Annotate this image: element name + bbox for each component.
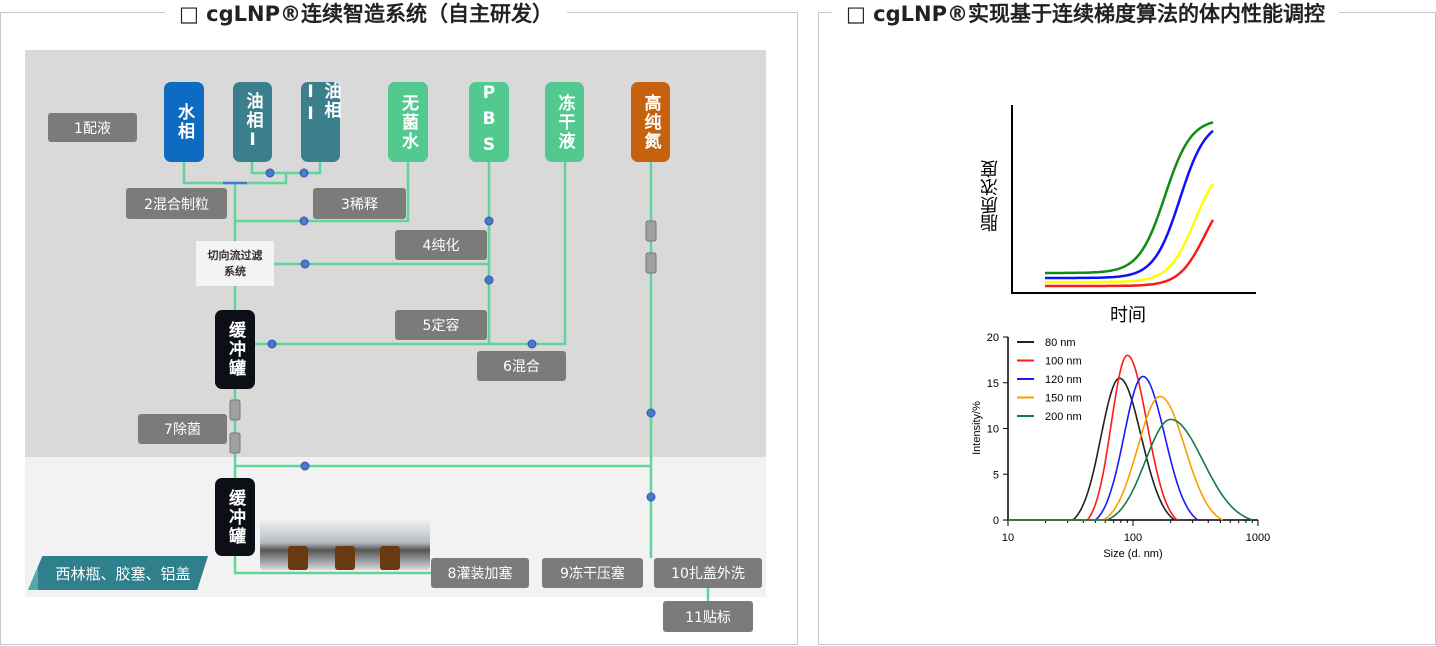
y-tick-label: 5 [993,469,999,481]
series-line [1008,395,1223,521]
series-line [1008,418,1253,521]
step-11: 11贴标 [663,601,753,632]
x-tick-label: 100 [1124,532,1142,544]
left-panel-title: □ cgLNP®连续智造系统（自主研发） [165,0,567,28]
source-oil-phase-1: 油相I [233,82,272,162]
y-tick-label: 10 [987,424,999,436]
x-axis-label: Size (d. nm) [1103,548,1162,560]
step-9: 9冻干压塞 [542,558,643,588]
step-8: 8灌装加塞 [431,558,529,588]
materials-tag: 西林瓶、胶塞、铝盖 [28,556,208,590]
top-chart-axes [1011,105,1256,294]
legend-label: 120 nm [1045,374,1082,386]
legend-label: 150 nm [1045,393,1082,405]
top-chart-xlabel: 时间 [1110,305,1146,326]
step-3: 3稀释 [313,188,406,219]
top-chart-curve [1045,182,1215,284]
top-chart-curve [1045,121,1214,275]
y-tick-label: 20 [987,332,999,344]
y-axis-label: Intensity/% [971,401,983,455]
step-2: 2混合制粒 [126,188,227,219]
vial-filling-image [260,520,430,570]
source-nitrogen: 高纯氮 [631,82,670,162]
right-panel-title: □ cgLNP®实现基于连续梯度算法的体内性能调控 [832,0,1339,28]
tangential-flow-filtration: 切向流过滤系统 [196,241,274,286]
top-chart-curve [1045,219,1215,288]
source-water-phase: 水相 [164,82,204,162]
x-tick-label: 10 [1002,532,1014,544]
x-tick-label: 1000 [1246,532,1270,544]
legend-label: 80 nm [1045,337,1076,349]
source-pbs: PBS [469,82,509,162]
step-1: 1配液 [48,113,137,142]
step-7: 7除菌 [138,414,227,444]
series-line [1008,375,1199,521]
top-chart-curve [1045,129,1214,280]
source-lyo-solution: 冻干液 [545,82,584,162]
step-6: 6混合 [477,351,566,381]
legend-label: 200 nm [1045,411,1082,423]
y-tick-label: 0 [993,515,999,527]
series-line [1008,354,1178,521]
legend-label: 100 nm [1045,356,1082,368]
step-4: 4纯化 [395,230,487,260]
step-10: 10扎盖外洗 [654,558,762,588]
series-line [1008,377,1176,521]
buffer-tank-2: 缓冲罐 [215,478,255,556]
source-oil-phase-2: 油相II [301,82,341,162]
step-5: 5定容 [395,310,487,340]
buffer-tank-1: 缓冲罐 [215,310,255,389]
source-sterile-water: 无菌水 [388,82,428,162]
y-tick-label: 15 [987,378,999,390]
